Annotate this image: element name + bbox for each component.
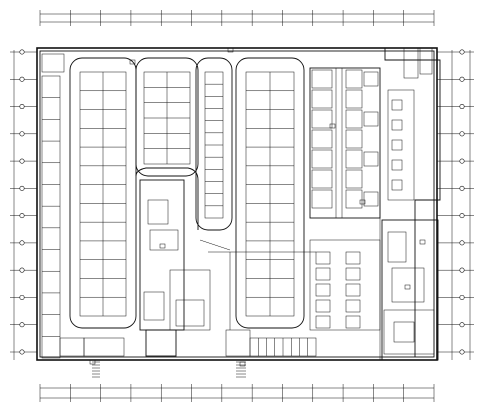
room-cell	[345, 109, 363, 129]
bottom-dimension-chain	[39, 384, 435, 402]
left-axis-bubble	[19, 49, 25, 55]
right-axis-bubble	[459, 131, 465, 137]
corner-room	[41, 53, 65, 73]
room-cell	[315, 267, 331, 281]
equipment-mark	[419, 239, 426, 245]
right-axis-bubble	[459, 322, 465, 328]
room-cell	[363, 71, 379, 87]
room-cell	[363, 191, 379, 207]
room-cell	[363, 111, 379, 127]
left-axis-bubble	[19, 158, 25, 164]
right-axis-bubble	[459, 185, 465, 191]
room-cell	[345, 251, 361, 265]
right-axis-bubble	[459, 267, 465, 273]
right-axis-bubble	[459, 213, 465, 219]
driving-aisle-loops	[69, 57, 305, 329]
room-cell	[345, 169, 363, 189]
left-axis-bubble	[19, 267, 25, 273]
left-stall-column	[41, 75, 61, 359]
room-cell	[345, 69, 363, 89]
detail-marks	[89, 47, 426, 378]
parking-island-3	[204, 71, 224, 219]
shaft-cell	[391, 99, 403, 111]
room-cell	[315, 299, 331, 313]
right-axis-bubble	[459, 76, 465, 82]
left-perimeter-stalls	[41, 53, 65, 359]
right-axis-bubble	[459, 349, 465, 355]
left-axis-bubble	[19, 104, 25, 110]
left-axis-bubble	[19, 131, 25, 137]
rooms-outline	[309, 67, 381, 219]
equipment-mark	[159, 243, 166, 249]
room-cell	[345, 149, 363, 169]
left-axis-bubble	[19, 213, 25, 219]
left-axis-bubble	[19, 76, 25, 82]
building-outline	[36, 47, 441, 361]
right-rooms-block	[309, 67, 415, 331]
room-cell	[345, 129, 363, 149]
equipment-mark	[227, 47, 234, 53]
right-axis-bubble	[459, 240, 465, 246]
room-cell	[311, 89, 333, 109]
equipment-mark	[239, 361, 246, 367]
room-cell	[315, 315, 331, 329]
room-cell	[311, 189, 333, 209]
room-cell	[345, 283, 361, 297]
central-core	[83, 179, 316, 357]
left-axis-markers	[10, 49, 37, 360]
right-axis-markers	[437, 49, 474, 360]
parking-island-4	[245, 71, 295, 317]
parking-island-1	[79, 71, 127, 317]
room-cell	[345, 189, 363, 209]
shaft-cell	[391, 119, 403, 131]
bottom-stall-row	[59, 337, 85, 357]
shaft-cell	[391, 139, 403, 151]
lower-rooms-outline	[309, 239, 381, 331]
left-axis-bubble	[19, 185, 25, 191]
equipment-mark	[359, 199, 366, 205]
room-cell	[315, 251, 331, 265]
room-cell	[315, 283, 331, 297]
right-axis-bubble	[459, 104, 465, 110]
room-cell	[345, 299, 361, 313]
room-cell	[345, 315, 361, 329]
right-axis-bubble	[459, 49, 465, 55]
service-shaft	[387, 89, 415, 201]
left-axis-bubble	[19, 349, 25, 355]
left-axis-bubble	[19, 240, 25, 246]
room-cell	[311, 149, 333, 169]
room-cell	[345, 267, 361, 281]
shaft-cell	[391, 159, 403, 171]
right-axis-bubble	[459, 158, 465, 164]
equipment-mark	[329, 123, 336, 129]
top-dimension-chain	[39, 10, 435, 26]
room-cell	[363, 151, 379, 167]
shaft-cell	[391, 179, 403, 191]
right-equipment-area	[379, 47, 439, 361]
left-axis-bubble	[19, 294, 25, 300]
left-axis-bubble	[19, 322, 25, 328]
room-cell	[345, 89, 363, 109]
room-cell	[311, 129, 333, 149]
equipment-mark	[129, 59, 136, 65]
parking-island-2	[143, 71, 191, 165]
room-cell	[311, 169, 333, 189]
equipment-mark	[404, 284, 411, 290]
right-axis-bubble	[459, 294, 465, 300]
room-cell	[311, 109, 333, 129]
room-cell	[311, 69, 333, 89]
bottom-perimeter-stalls	[59, 337, 317, 357]
